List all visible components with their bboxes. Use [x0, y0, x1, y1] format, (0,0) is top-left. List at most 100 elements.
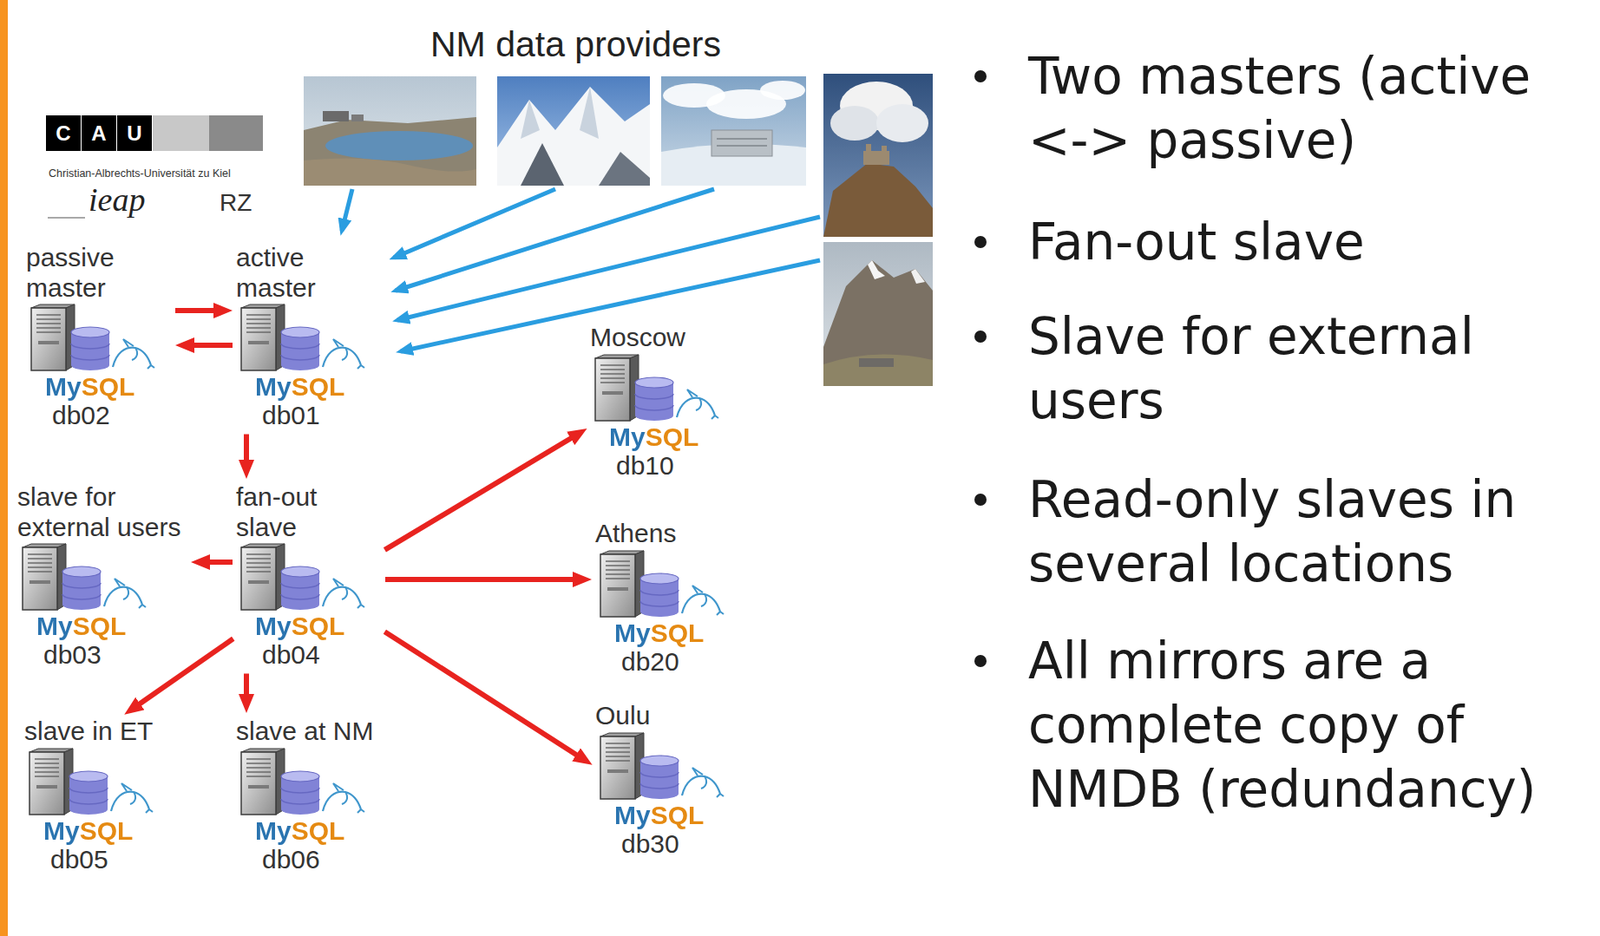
photo-mountains — [497, 86, 650, 186]
replication-arrow — [243, 434, 250, 472]
logo-rule — [47, 216, 86, 218]
photo-building — [859, 358, 894, 368]
server-icon-symbol — [595, 354, 719, 421]
database-server: AthensMySQLdb20 — [595, 518, 741, 677]
mysql-logo-text: MySQL — [45, 372, 135, 401]
database-server: slave for external usersMySQLdb03 — [17, 482, 188, 671]
database-server: MoscowMySQLdb10 — [590, 322, 736, 481]
bullet-point: Slave for external users — [1028, 304, 1584, 433]
mysql-logo-text: MySQL — [43, 816, 133, 846]
server-icon-drawing — [595, 731, 726, 801]
replication-arrow — [384, 432, 580, 551]
server-hostname: db10 — [590, 451, 736, 482]
mysql-logo-text: MySQL — [36, 611, 126, 641]
server-role-label: Athens — [595, 518, 741, 550]
server-role-label: slave at NM — [236, 716, 382, 748]
server-icon-drawing — [236, 302, 367, 373]
photo-sky — [303, 76, 477, 186]
server-icon — [595, 549, 726, 619]
photo-building — [351, 114, 364, 122]
logo-bar-dark — [209, 115, 263, 151]
server-icon-symbol — [22, 544, 146, 610]
server-hostname: db01 — [236, 400, 382, 432]
server-icon-drawing — [236, 542, 367, 612]
bullet-point: Two masters (active <-> passive) — [1028, 44, 1584, 173]
institute-logo: ieap — [88, 183, 145, 217]
database-server: fan-out slaveMySQLdb04 — [236, 482, 382, 671]
replication-arrow — [183, 342, 233, 348]
server-icon-symbol — [600, 733, 724, 800]
photo-cliff — [823, 163, 933, 237]
replication-arrow — [199, 559, 233, 565]
server-icon — [24, 747, 155, 817]
server-role-label: slave in ET — [24, 716, 171, 748]
photo-castle-tower — [881, 145, 887, 153]
photo-sky — [823, 73, 933, 237]
department-label: RZ — [219, 190, 252, 216]
data-feed-arrow — [341, 189, 353, 231]
server-icon — [590, 353, 721, 423]
server-icon-drawing — [236, 747, 367, 817]
photo-building — [711, 130, 773, 157]
server-hostname: db03 — [17, 640, 188, 671]
server-hostname: db30 — [595, 829, 741, 860]
bullet-dot — [974, 493, 987, 506]
server-icon — [236, 542, 367, 612]
server-role-label: slave for external users — [17, 482, 188, 543]
photo-cloud — [876, 104, 929, 143]
bullet-point: Read-only slaves in several locations — [1028, 467, 1584, 597]
bullet-dots — [974, 70, 987, 668]
photo-sky — [497, 76, 650, 186]
photo-cloud — [830, 105, 879, 141]
photo-castle-tower — [865, 144, 872, 153]
accent-bar — [0, 0, 8, 936]
replication-arrow — [131, 638, 233, 710]
photo-mountain — [823, 242, 933, 387]
server-hostname: db20 — [595, 647, 741, 678]
bullet-dot — [974, 655, 987, 668]
mysql-logo-text: MySQL — [255, 816, 345, 846]
logo-letter: U — [117, 115, 152, 151]
photo-shore — [303, 157, 477, 186]
bullet-dot — [974, 236, 987, 249]
photo-cloud — [760, 80, 806, 100]
mysql-logo-text: MySQL — [614, 618, 704, 648]
server-icon — [17, 542, 148, 612]
university-name: Christian-Albrechts-Universität zu Kiel — [48, 167, 231, 181]
logo-bar-light — [152, 115, 210, 151]
server-icon-drawing — [24, 747, 155, 817]
photo-castle-rock — [823, 73, 933, 237]
server-icon-drawing — [26, 302, 157, 373]
server-icon-symbol — [241, 748, 365, 815]
database-server: OuluMySQLdb30 — [595, 701, 741, 860]
replication-arrow — [243, 674, 250, 706]
replication-arrow — [175, 308, 224, 314]
bullet-dot — [974, 70, 987, 83]
photo-rock — [598, 151, 650, 186]
server-hostname: db06 — [236, 845, 382, 876]
bullet-point: Fan-out slave — [1028, 209, 1584, 275]
logo-letter: A — [81, 115, 117, 151]
photo-snow — [911, 268, 925, 284]
server-icon-symbol — [600, 550, 724, 617]
photo-rock — [520, 143, 564, 186]
server-icon — [236, 747, 367, 817]
replication-arrow — [385, 577, 584, 583]
logo-letter: C — [45, 115, 81, 151]
photo-shadow — [579, 86, 599, 139]
photo-foreground — [823, 354, 933, 387]
server-icon-drawing — [17, 542, 148, 612]
photo-sky — [823, 242, 933, 387]
server-icon-symbol — [241, 544, 365, 610]
mysql-logo-text: MySQL — [255, 372, 345, 401]
data-feed-arrow — [395, 189, 715, 291]
server-role-label: Moscow — [590, 322, 736, 354]
photo-lake — [303, 76, 477, 186]
photo-sky — [661, 76, 807, 186]
photo-shadow — [520, 99, 540, 139]
mysql-logo-text: MySQL — [255, 611, 345, 641]
photo-slope — [823, 260, 933, 387]
server-hostname: db02 — [26, 400, 172, 432]
